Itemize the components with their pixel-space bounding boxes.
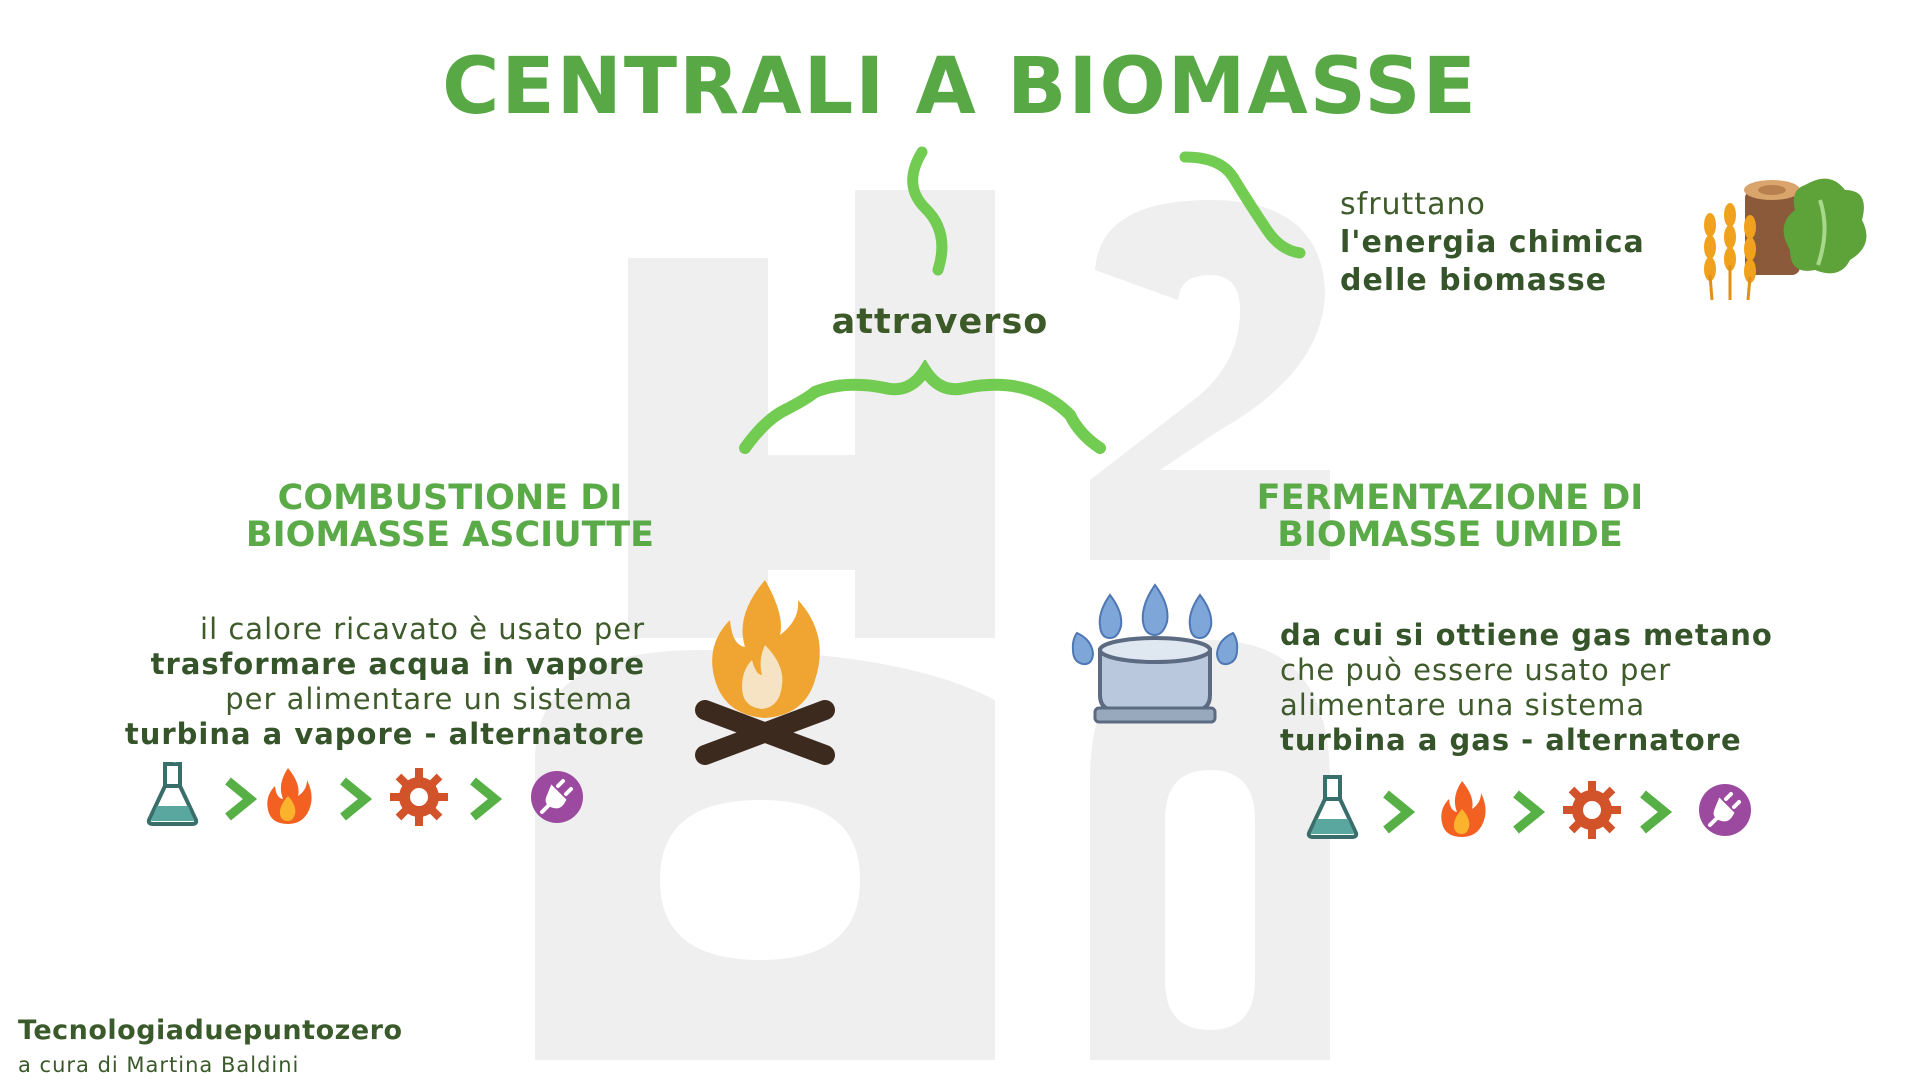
footer-brand: Tecnologiaduepuntozero — [18, 1015, 403, 1046]
left-heading-line2: BIOMASSE ASCIUTTE — [245, 515, 655, 555]
connector-squiggle-right — [1179, 151, 1306, 259]
energy-line2: l'energia chimica — [1340, 225, 1645, 260]
energy-description: sfruttano l'energia chimica delle biomas… — [1340, 186, 1670, 300]
fire-icon — [1441, 781, 1486, 837]
right-text-line3: alimentare una sistema — [1280, 688, 1646, 722]
chevron-right-icon — [1513, 790, 1546, 834]
chevron-right-icon — [225, 777, 258, 821]
connector-label: attraverso — [831, 302, 1049, 342]
plug-icon — [531, 771, 583, 823]
gear-icon — [390, 768, 448, 826]
left-heading-line1: COMBUSTIONE DI — [277, 478, 623, 518]
flask-icon — [1306, 775, 1359, 839]
chevron-right-icon — [1640, 790, 1673, 834]
flask-icon — [146, 762, 199, 826]
right-heading-line2: BIOMASSE UMIDE — [1277, 515, 1623, 555]
fire-icon — [267, 768, 312, 824]
right-heading: FERMENTAZIONE DI BIOMASSE UMIDE — [1190, 480, 1710, 554]
energy-line3: delle biomasse — [1340, 263, 1608, 298]
chevron-right-icon — [1383, 790, 1416, 834]
chevron-right-icon — [470, 777, 503, 821]
plug-icon — [1699, 784, 1751, 836]
right-chain — [1305, 775, 1765, 845]
chevron-right-icon — [340, 777, 373, 821]
energy-line1: sfruttano — [1340, 187, 1486, 222]
left-heading: COMBUSTIONE DI BIOMASSE ASCIUTTE — [200, 480, 700, 554]
right-text-line1: da cui si ottiene gas metano — [1280, 618, 1773, 652]
left-text-line1: il calore ricavato è usato per — [200, 612, 645, 646]
connector-brace — [739, 360, 1106, 454]
gear-icon — [1563, 781, 1621, 839]
page-title: CENTRALI A BIOMASSE — [442, 42, 1478, 132]
right-heading-line1: FERMENTAZIONE DI — [1256, 478, 1644, 518]
right-text-line2: che può essere usato per — [1280, 653, 1672, 687]
gas-burner-icon — [1071, 583, 1239, 724]
left-chain — [145, 762, 605, 832]
left-text-line4: turbina a vapore - alternatore — [124, 717, 645, 751]
campfire-icon — [695, 580, 835, 765]
left-text-line3: per alimentare un sistema — [225, 682, 633, 716]
left-description: il calore ricavato è usato per trasforma… — [100, 612, 645, 752]
right-description: da cui si ottiene gas metano che può ess… — [1280, 618, 1800, 758]
footer-credit: a cura di Martina Baldini — [18, 1053, 300, 1077]
biomass-icon — [1704, 178, 1867, 301]
left-text-line2: trasformare acqua in vapore — [150, 647, 645, 681]
connector-squiggle-up — [907, 146, 948, 276]
right-text-line4: turbina a gas - alternatore — [1280, 723, 1742, 757]
